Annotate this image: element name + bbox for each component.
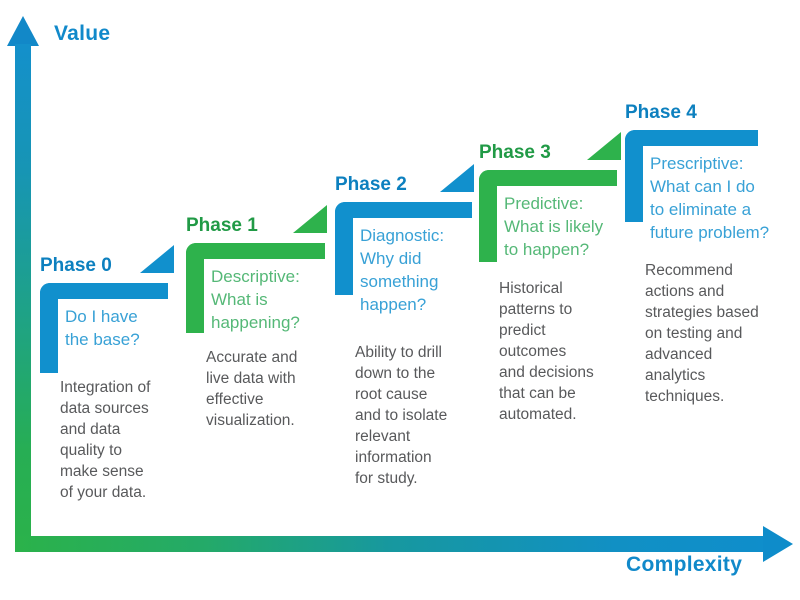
y-axis-label: Value [54, 22, 111, 45]
phase-0-description: Integration of data sources and data qua… [60, 379, 151, 501]
phase-0-title: Phase 0 [40, 255, 112, 276]
phase-2-description: Ability to drill down to the root cause … [355, 344, 448, 487]
phase-3-question: Predictive: What is likely to happen? [504, 194, 604, 259]
x-axis-label: Complexity [626, 553, 743, 576]
flag-triangle-icon [587, 132, 621, 160]
phase-4-question: Prescriptive: What can I do to eliminate… [650, 154, 770, 242]
phase-4-title: Phase 4 [625, 102, 697, 123]
phase-2-question: Diagnostic: Why did something happen? [360, 226, 445, 314]
phase-1-title: Phase 1 [186, 215, 258, 236]
phase-1-description: Accurate and live data with effective vi… [206, 349, 298, 429]
phase-3-title: Phase 3 [479, 142, 551, 163]
phase-3-description: Historical patterns to predict outcomes … [499, 280, 594, 423]
phase-1-question: Descriptive: What is happening? [211, 267, 300, 332]
y-axis-arrowhead-icon [7, 16, 39, 46]
step-bracket [625, 130, 758, 222]
flag-triangle-icon [140, 245, 174, 273]
phase-0-question: Do I have the base? [65, 307, 140, 349]
step-bracket [40, 283, 168, 373]
x-axis-line [15, 536, 765, 552]
phase-4-description: Recommend actions and strategies based o… [645, 262, 759, 405]
y-axis-line [15, 44, 31, 552]
step-bracket [479, 170, 617, 262]
flag-triangle-icon [293, 205, 327, 233]
x-axis-arrowhead-icon [763, 526, 793, 562]
step-bracket [186, 243, 325, 333]
step-bracket [335, 202, 472, 295]
phase-2-title: Phase 2 [335, 174, 407, 195]
flag-triangle-icon [440, 164, 474, 192]
